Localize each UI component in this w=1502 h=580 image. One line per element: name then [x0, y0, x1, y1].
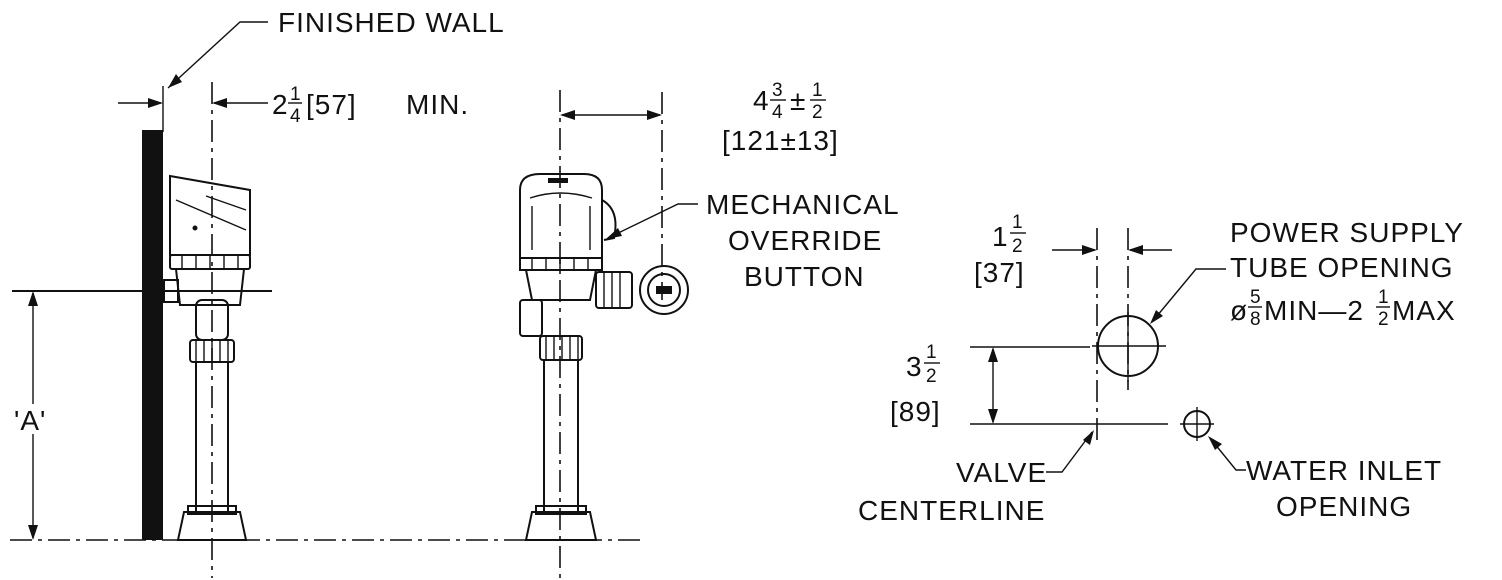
- water-inlet-line1: WATER INLET: [1246, 455, 1442, 486]
- finished-wall: [142, 130, 163, 540]
- min-clearance-den: 4: [290, 106, 302, 127]
- front-view: 4 3 4 ± 1 2 [121±13] MECHANICAL OVERRIDE…: [519, 80, 900, 578]
- override-label-line2: OVERRIDE: [728, 225, 882, 256]
- override-label-line1: MECHANICAL: [706, 189, 900, 220]
- vertical-num: 1: [926, 342, 938, 363]
- offset-num: 3: [772, 80, 784, 101]
- offset-tol-den: 2: [812, 102, 824, 123]
- lateral-den: 2: [1012, 236, 1024, 257]
- power-label-mid: MIN—2: [1264, 295, 1364, 326]
- offset-den: 4: [772, 102, 784, 123]
- min-clearance-whole: 2: [272, 89, 289, 120]
- vertical-den: 2: [926, 366, 938, 387]
- water-inlet-line2: OPENING: [1276, 491, 1412, 522]
- offset-mm: [121±13]: [722, 125, 839, 156]
- vertical-whole: 3: [906, 351, 923, 382]
- override-label-line3: BUTTON: [744, 261, 865, 292]
- power-label-den: 8: [1250, 309, 1262, 330]
- override-button-icon: [639, 265, 689, 315]
- vertical-mm: [89]: [890, 396, 941, 427]
- valve-centerline-line2: CENTERLINE: [858, 495, 1045, 526]
- min-clearance-num: 1: [290, 84, 302, 105]
- min-clearance-mm: [57]: [306, 89, 357, 120]
- power-label-dia: ø: [1230, 295, 1248, 326]
- power-label-den2: 2: [1378, 309, 1390, 330]
- offset-pm: ±: [790, 85, 806, 116]
- a-dimension-label: 'A': [14, 405, 46, 436]
- lateral-num: 1: [1012, 212, 1024, 233]
- lateral-mm: [37]: [974, 257, 1025, 288]
- power-label-line1: POWER SUPPLY: [1230, 217, 1464, 248]
- side-valve-body: [163, 174, 251, 541]
- min-clearance-suffix: MIN.: [406, 89, 469, 120]
- power-label-num: 5: [1250, 287, 1262, 308]
- offset-whole: 4: [753, 85, 770, 116]
- finished-wall-label: FINISHED WALL: [278, 7, 505, 38]
- power-label-line2: TUBE OPENING: [1230, 252, 1454, 283]
- offset-tol-num: 1: [812, 80, 824, 101]
- power-label-end: MAX: [1392, 295, 1456, 326]
- side-view: FINISHED WALL 2 1 4 [57] MIN. 'A': [10, 7, 640, 578]
- valve-centerline-line1: VALVE: [956, 457, 1047, 488]
- power-label-num2: 1: [1378, 287, 1390, 308]
- rough-in-layout: 1 1 2 [37] 3 1 2 [89] POWER SUPPLY TUBE …: [858, 212, 1464, 526]
- lateral-whole: 1: [992, 221, 1009, 252]
- front-valve-body: [519, 173, 689, 541]
